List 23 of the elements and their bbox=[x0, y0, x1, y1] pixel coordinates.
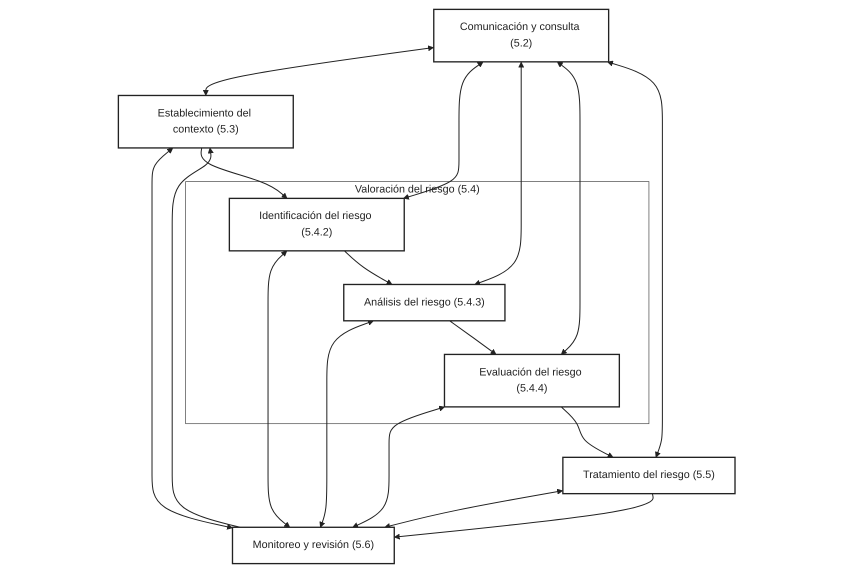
node-box: Evaluación del riesgo (5.4.4) bbox=[444, 354, 620, 408]
node-box: Monitoreo y revisión (5.6) bbox=[232, 526, 395, 564]
arrow bbox=[560, 406, 614, 458]
arrow bbox=[607, 60, 663, 458]
node-box: Identificación del riesgo (5.4.2) bbox=[228, 198, 405, 252]
arrow bbox=[394, 494, 654, 540]
node-box: Tratamiento del riesgo (5.5) bbox=[562, 456, 736, 494]
arrow bbox=[151, 148, 233, 530]
node-box: Establecimiento del contexto (5.3) bbox=[118, 94, 294, 149]
arrow bbox=[171, 148, 240, 528]
node-box: Comunicación y consulta (5.2) bbox=[432, 8, 610, 63]
arrow bbox=[449, 320, 496, 355]
arrow bbox=[200, 148, 288, 199]
arrow bbox=[319, 320, 374, 528]
arrow bbox=[384, 488, 563, 529]
arrow bbox=[352, 406, 445, 528]
arrow bbox=[344, 250, 392, 285]
node-box: Análisis del riesgo (5.4.3) bbox=[342, 284, 506, 322]
arrow bbox=[556, 62, 580, 355]
arrow bbox=[202, 45, 434, 96]
arrow bbox=[267, 250, 290, 528]
arrow bbox=[474, 62, 524, 286]
arrow bbox=[402, 62, 484, 200]
